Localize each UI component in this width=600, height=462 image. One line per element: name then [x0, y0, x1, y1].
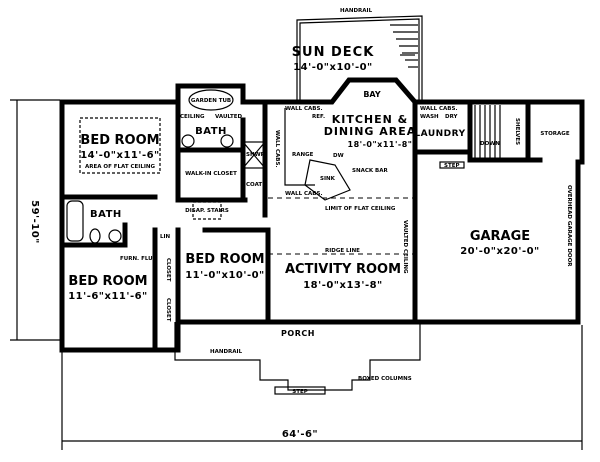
walkin-label: WALK-IN CLOSET: [185, 171, 237, 177]
dimension-lines: [10, 99, 583, 450]
kitchen-name-2: DINING AREA: [324, 125, 417, 138]
bed2-size: 11'-0"x10'-0": [185, 270, 265, 281]
boxed-columns-label: BOXED COLUMNS: [358, 376, 412, 382]
down-label: DOWN: [480, 141, 500, 147]
master-bed-size: 14'-0"x11'-6": [80, 150, 160, 161]
wall-cabs-side: WALL CABS.: [274, 130, 280, 168]
kitchen-size: 18'-0"x11'-8": [348, 140, 413, 149]
garage-size: 20'-0"x20'-0": [460, 246, 540, 257]
dry-label: DRY: [445, 114, 458, 120]
shelves-label: SHELVES: [514, 118, 520, 145]
storage-label: STORAGE: [540, 131, 569, 137]
depth-dimension: 59'-10": [29, 200, 40, 244]
activity-size: 18'-0"x13'-8": [303, 280, 383, 291]
garage-name: GARAGE: [470, 229, 530, 244]
sun-deck-size: 14'-0"x10'-0": [293, 62, 373, 73]
bay-label: BAY: [363, 90, 381, 99]
kitchen-name-1: KITCHEN &: [332, 113, 409, 126]
bed2-name: BED ROOM: [185, 252, 264, 267]
ceiling-label: CEILING: [180, 114, 205, 120]
garage-door-label: OVERHEAD GARAGE DOOR: [566, 185, 572, 267]
step-label: STEP: [444, 163, 460, 169]
bath1-label: BATH: [195, 126, 227, 137]
wall-cabs-top: WALL CABS.: [285, 106, 323, 112]
vaulted-ceiling-label: VAULTED CEILING: [402, 220, 408, 274]
ref-label: REF.: [312, 114, 325, 120]
range-label: RANGE: [292, 152, 314, 158]
disap-stairs-label: DISAP. STAIRS: [185, 208, 229, 214]
wall-cabs-bottom: WALL CABS.: [285, 191, 323, 197]
vaulted-label: VAULTED: [215, 114, 243, 120]
interior-walls: [59, 99, 543, 353]
limit-flat-ceiling-label: LIMIT OF FLAT CEILING: [325, 206, 396, 212]
activity-name: ACTIVITY ROOM: [285, 262, 401, 277]
handrail-porch-label: HANDRAIL: [210, 349, 243, 355]
furn-flue-label: FURN. FLUE: [120, 256, 157, 262]
master-bed-name: BED ROOM: [80, 133, 159, 148]
sun-deck-name: SUN DECK: [292, 45, 375, 60]
closet1-label: CLOSET: [165, 258, 171, 282]
laundry-label: LAUNDRY: [414, 129, 465, 139]
width-dimension: 64'-6": [282, 429, 318, 440]
coats-label: COATS: [246, 182, 266, 188]
fixtures: [66, 89, 501, 395]
bath2-label: BATH: [90, 209, 122, 220]
wash-label: WASH: [420, 114, 439, 120]
handrail-label: HANDRAIL: [340, 8, 373, 14]
sun-deck: [296, 15, 423, 102]
flat-ceiling-note: AREA OF FLAT CEILING: [85, 164, 156, 170]
wall-cabs-laundry: WALL CABS.: [420, 106, 458, 112]
bed3-name: BED ROOM: [68, 274, 147, 289]
porch-label: PORCH: [281, 329, 315, 338]
lin-label: LIN: [160, 234, 171, 240]
exterior-walls: [59, 77, 585, 353]
sink-label: SINK: [320, 176, 336, 182]
snack-bar-label: SNACK BAR: [352, 168, 388, 174]
bed3-size: 11'-6"x11'-6": [68, 291, 148, 302]
dw-label: DW: [333, 153, 344, 159]
closet2-label: CLOSET: [165, 298, 171, 322]
ridge-line-label: RIDGE LINE: [325, 248, 360, 254]
porch-step-label: STEP: [292, 389, 308, 395]
shwr-label: SHWR.: [246, 152, 267, 158]
garden-tub-label: GARDEN TUB: [191, 98, 231, 104]
